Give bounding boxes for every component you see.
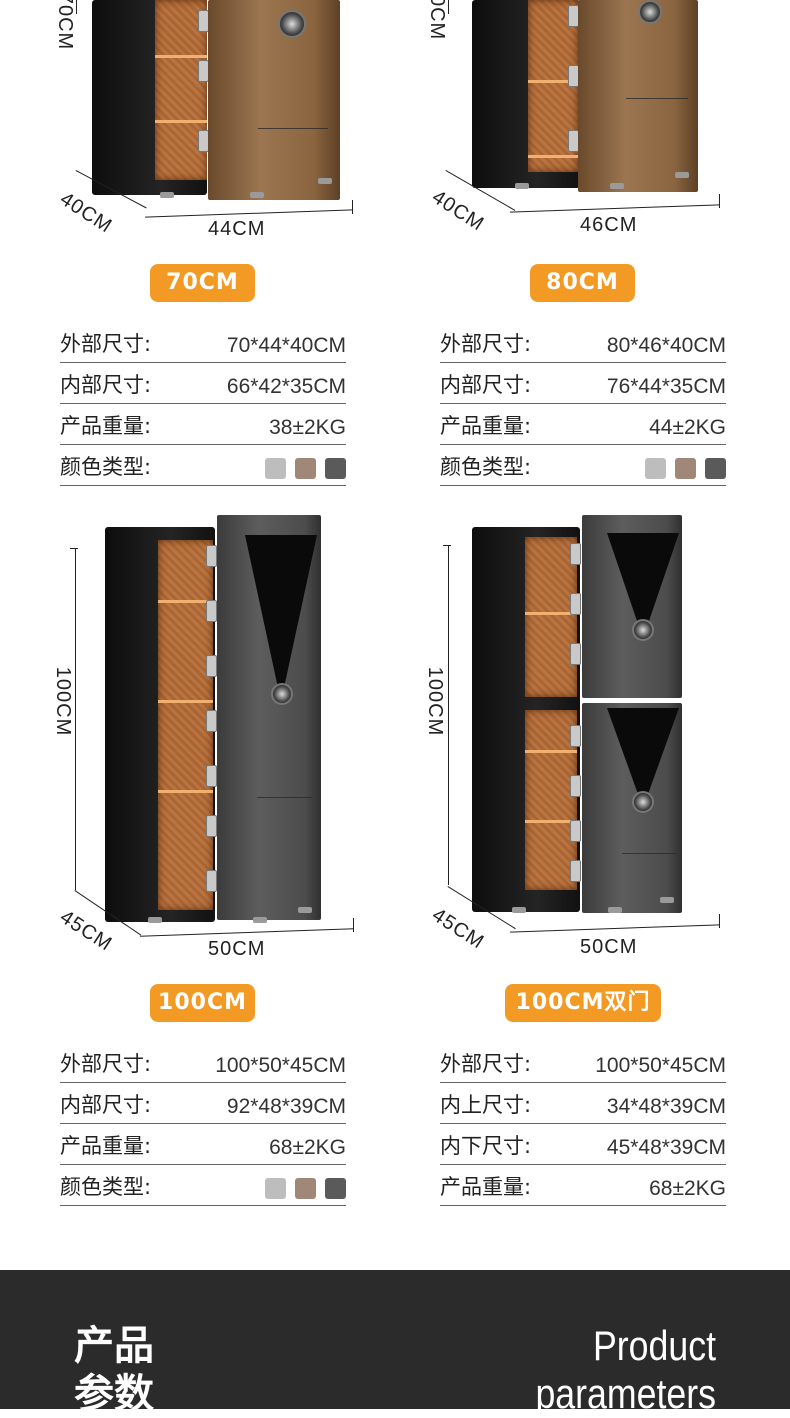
height-label: 100CM <box>52 666 75 737</box>
width-tick <box>353 918 354 932</box>
height-label: 100CM <box>424 666 447 737</box>
lower-door <box>582 703 682 913</box>
spec-label: 内部尺寸: <box>440 373 532 397</box>
spec-row-inner-size: 内部尺寸: 76*44*35CM <box>440 363 726 404</box>
width-label: 46CM <box>580 214 638 236</box>
section-footer: 产品参数 Product parameters <box>0 1270 790 1417</box>
spec-value: 66*42*35CM <box>226 375 346 398</box>
spec-label: 颜色类型: <box>60 1175 152 1199</box>
spec-label: 外部尺寸: <box>60 332 152 356</box>
width-tick <box>719 194 720 208</box>
spec-value: 38±2KG <box>269 416 346 439</box>
spec-value: 45*48*39CM <box>606 1136 726 1159</box>
spec-table-80cm: 外部尺寸: 80*46*40CM 内部尺寸: 76*44*35CM 产品重量: … <box>440 322 726 486</box>
safe-image-100cm <box>103 515 323 925</box>
spec-label: 产品重量: <box>60 1134 152 1158</box>
width-tick <box>719 914 720 928</box>
spec-label: 内下尺寸: <box>440 1134 532 1158</box>
footer-title-cn: 产品参数 <box>74 1323 154 1417</box>
safe-image-70cm <box>90 0 340 205</box>
spec-row-outer-size: 外部尺寸: 80*46*40CM <box>440 322 726 363</box>
spec-label: 产品重量: <box>440 414 532 438</box>
width-line <box>140 928 354 937</box>
color-swatch-silver <box>265 458 286 479</box>
spec-row-outer-size: 外部尺寸: 100*50*45CM <box>440 1042 726 1083</box>
upper-door <box>582 515 682 698</box>
spec-row-inner-size: 内部尺寸: 66*42*35CM <box>60 363 346 404</box>
width-line <box>510 204 720 213</box>
width-line <box>145 209 353 218</box>
spec-row-outer-size: 外部尺寸: 100*50*45CM <box>60 1042 346 1083</box>
footer-title-en: Product parameters <box>535 1322 716 1417</box>
width-tick <box>352 200 353 214</box>
safe-image-80cm <box>470 0 700 195</box>
size-badge-100cm-double: 100CM双门 <box>505 984 661 1022</box>
spec-label: 外部尺寸: <box>60 1052 152 1076</box>
size-badge-80cm: 80CM <box>530 264 635 302</box>
spec-value: 68±2KG <box>269 1136 346 1159</box>
spec-table-100cm: 外部尺寸: 100*50*45CM 内部尺寸: 92*48*39CM 产品重量:… <box>60 1042 346 1206</box>
height-line <box>76 0 77 14</box>
spec-label: 外部尺寸: <box>440 332 532 356</box>
color-swatch-bronze <box>295 458 316 479</box>
height-label: 70CM <box>54 0 77 51</box>
spec-value: 100*50*45CM <box>215 1054 346 1077</box>
spec-value: 76*44*35CM <box>606 375 726 398</box>
spec-label: 外部尺寸: <box>440 1052 532 1076</box>
spec-row-color: 颜色类型: <box>60 1165 346 1206</box>
width-label: 50CM <box>580 936 638 958</box>
spec-row-weight: 产品重量: 38±2KG <box>60 404 346 445</box>
color-swatches <box>265 1178 346 1199</box>
spec-row-inner-lower-size: 内下尺寸: 45*48*39CM <box>440 1124 726 1165</box>
safe-image-100cm-double <box>470 515 685 915</box>
spec-row-weight: 产品重量: 68±2KG <box>60 1124 346 1165</box>
spec-label: 颜色类型: <box>60 455 152 479</box>
spec-label: 产品重量: <box>60 414 152 438</box>
spec-label: 产品重量: <box>440 1175 532 1199</box>
height-tick <box>70 548 78 549</box>
spec-row-outer-size: 外部尺寸: 70*44*40CM <box>60 322 346 363</box>
color-swatches <box>265 458 346 479</box>
height-line <box>448 545 449 885</box>
spec-label: 颜色类型: <box>440 455 532 479</box>
color-swatch-grey <box>705 458 726 479</box>
spec-value: 34*48*39CM <box>606 1095 726 1118</box>
spec-value: 44±2KG <box>649 416 726 439</box>
size-badge-100cm: 100CM <box>150 984 255 1022</box>
width-label: 50CM <box>208 938 266 960</box>
spec-value: 80*46*40CM <box>606 334 726 357</box>
spec-table-100cm-double: 外部尺寸: 100*50*45CM 内上尺寸: 34*48*39CM 内下尺寸:… <box>440 1042 726 1206</box>
color-swatch-silver <box>265 1178 286 1199</box>
color-swatch-bronze <box>675 458 696 479</box>
spec-row-inner-upper-size: 内上尺寸: 34*48*39CM <box>440 1083 726 1124</box>
width-line <box>510 924 720 933</box>
spec-row-color: 颜色类型: <box>440 445 726 486</box>
spec-label: 内部尺寸: <box>60 373 152 397</box>
color-swatch-bronze <box>295 1178 316 1199</box>
color-swatches <box>645 458 726 479</box>
color-swatch-silver <box>645 458 666 479</box>
color-swatch-grey <box>325 458 346 479</box>
height-tick <box>443 545 451 546</box>
color-swatch-grey <box>325 1178 346 1199</box>
size-badge-70cm: 70CM <box>150 264 255 302</box>
spec-value: 68±2KG <box>649 1177 726 1200</box>
spec-row-inner-size: 内部尺寸: 92*48*39CM <box>60 1083 346 1124</box>
spec-row-color: 颜色类型: <box>60 445 346 486</box>
spec-label: 内部尺寸: <box>60 1093 152 1117</box>
spec-table-70cm: 外部尺寸: 70*44*40CM 内部尺寸: 66*42*35CM 产品重量: … <box>60 322 346 486</box>
spec-value: 100*50*45CM <box>595 1054 726 1077</box>
height-line <box>75 548 76 890</box>
width-label: 44CM <box>208 218 266 240</box>
spec-row-weight: 产品重量: 68±2KG <box>440 1165 726 1206</box>
height-line <box>448 0 449 14</box>
height-label: 80CM <box>426 0 449 41</box>
spec-row-weight: 产品重量: 44±2KG <box>440 404 726 445</box>
spec-value: 70*44*40CM <box>226 334 346 357</box>
spec-label: 内上尺寸: <box>440 1093 532 1117</box>
spec-value: 92*48*39CM <box>226 1095 346 1118</box>
